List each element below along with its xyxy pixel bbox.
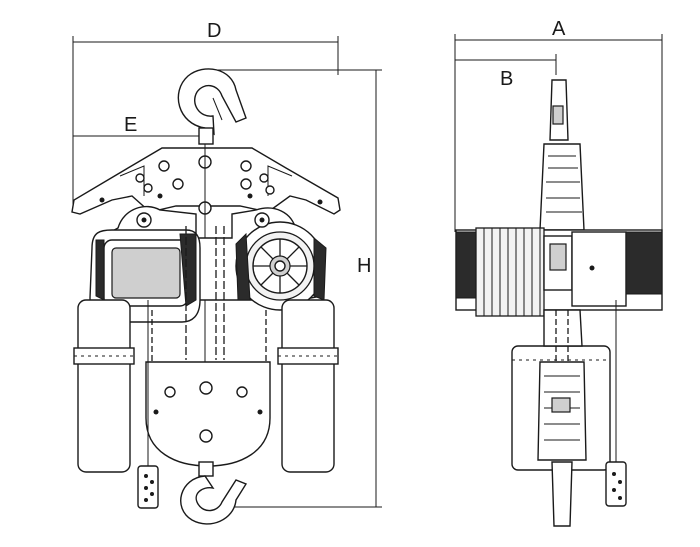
dimension-label-b: B — [500, 68, 513, 90]
pendant-control — [137, 300, 159, 509]
side-motor-body — [455, 227, 663, 317]
left-chain-bucket — [73, 299, 135, 473]
left-motor-housing — [89, 229, 201, 323]
dimension-label-h: H — [357, 255, 371, 277]
side-view — [455, 79, 663, 527]
bottom-hook — [180, 461, 248, 525]
top-hook — [177, 68, 247, 145]
dimension-label-a: A — [552, 18, 566, 40]
load-chain — [151, 226, 267, 362]
right-gear-housing — [136, 212, 327, 311]
bottom-block — [145, 361, 271, 467]
dimension-lines — [72, 34, 663, 508]
right-chain-bucket — [277, 299, 339, 473]
suspension-plate — [71, 147, 341, 215]
front-view — [71, 68, 341, 525]
dimension-label-e: E — [124, 114, 137, 136]
dimension-label-d: D — [207, 20, 221, 42]
